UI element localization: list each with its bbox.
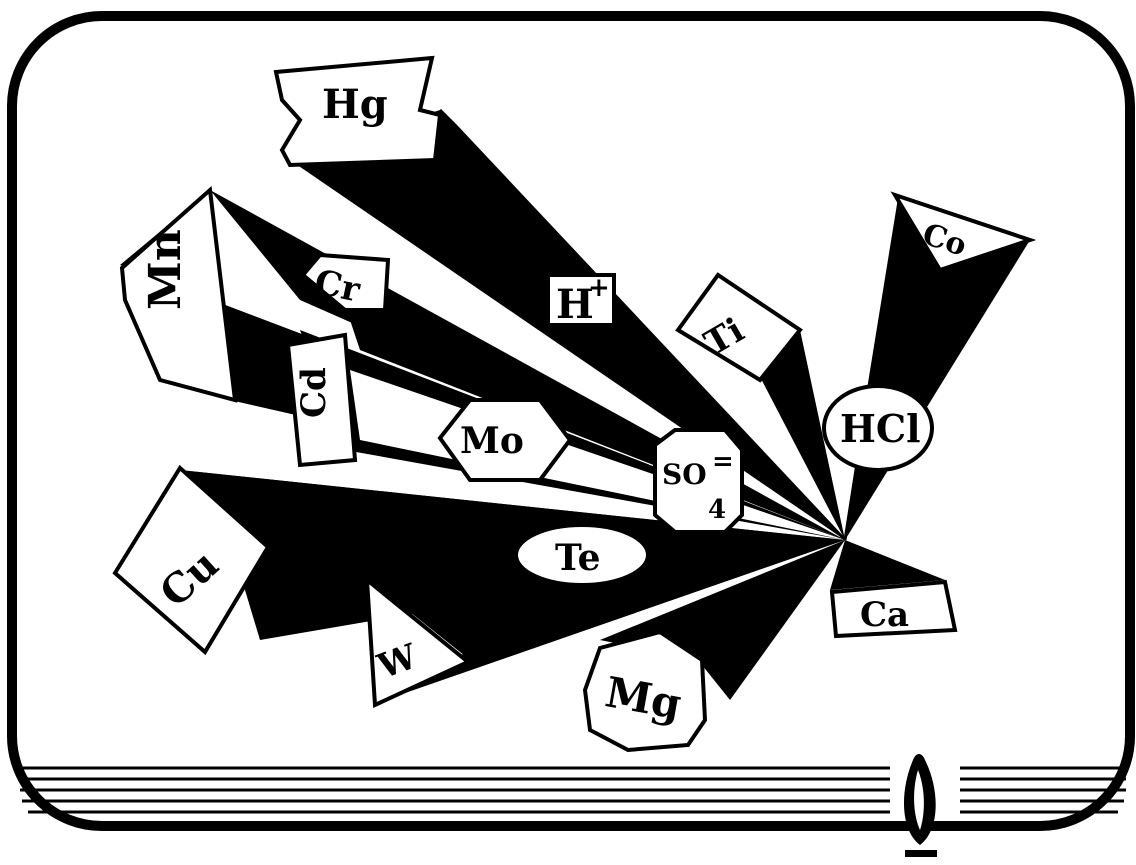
h-plus-superscript: + bbox=[588, 273, 610, 303]
hg-label: Hg bbox=[322, 81, 388, 128]
so4-label: SO bbox=[662, 458, 707, 491]
cd-block: Cd bbox=[288, 335, 355, 465]
te-block: Te bbox=[516, 525, 648, 585]
ca-block: Ca bbox=[832, 582, 955, 636]
hcl-label: HCl bbox=[840, 406, 921, 451]
ca-label: Ca bbox=[860, 595, 909, 635]
hg-block: Hg bbox=[276, 58, 440, 165]
so4-block: SO = 4 bbox=[655, 430, 742, 532]
hcl-block: HCl bbox=[824, 386, 932, 470]
mg-block: Mg bbox=[585, 632, 705, 750]
so4-subscript: 4 bbox=[708, 495, 726, 525]
so4-superscript: = bbox=[712, 447, 734, 477]
te-label: Te bbox=[555, 537, 601, 579]
h-plus-block: H + bbox=[548, 273, 614, 328]
mo-block: Mo bbox=[440, 400, 570, 480]
mn-label: Mn bbox=[140, 229, 191, 310]
mo-label: Mo bbox=[460, 420, 524, 462]
cd-label: Cd bbox=[294, 367, 334, 418]
